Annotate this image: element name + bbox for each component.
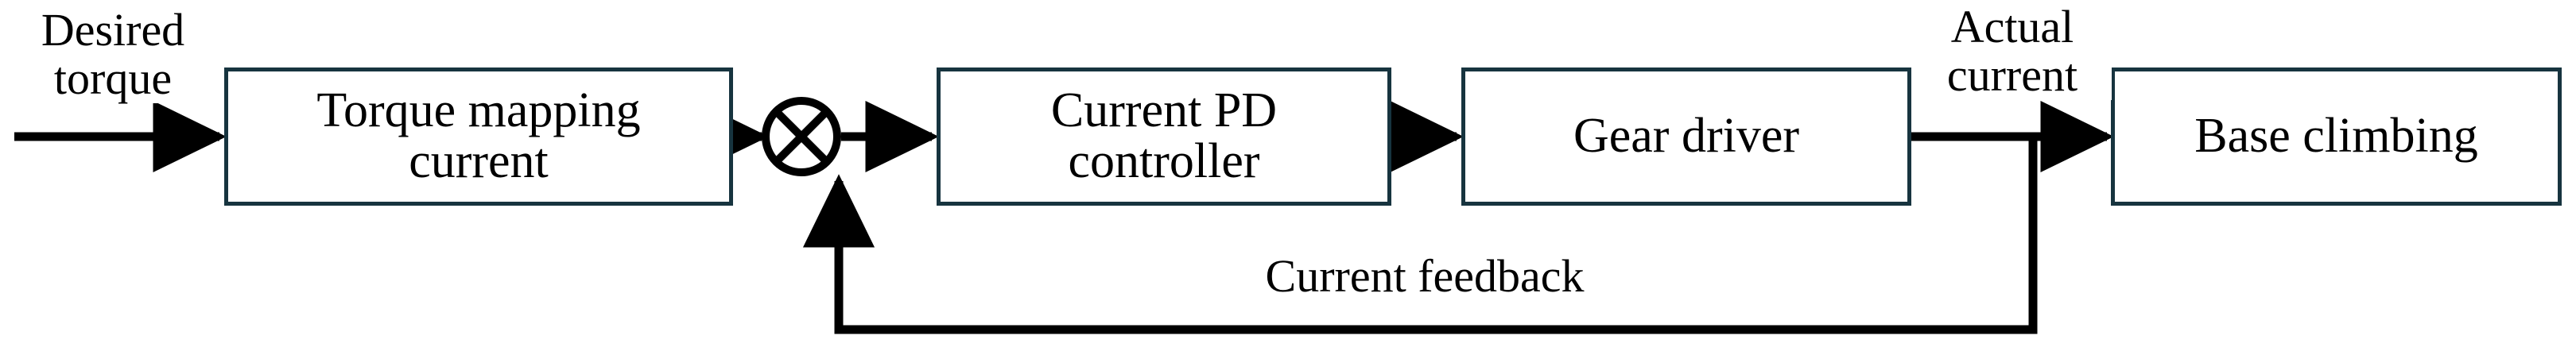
block-gear-driver[interactable]: Gear driver xyxy=(1461,68,1911,206)
block-base-climbing-label: Base climbing xyxy=(2194,109,2478,164)
block-base-climbing[interactable]: Base climbing xyxy=(2111,68,2562,206)
block-gear-driver-label: Gear driver xyxy=(1573,109,1799,164)
block-torque-mapping-label: Torque mapping current xyxy=(316,83,641,188)
block-current-pd-controller-label: Current PD controller xyxy=(1050,83,1278,188)
signal-label-current-feedback: Current feedback xyxy=(1186,252,1663,301)
block-torque-mapping[interactable]: Torque mapping current xyxy=(224,68,733,206)
block-current-pd-controller[interactable]: Current PD controller xyxy=(937,68,1391,206)
summing-junction-cross-stroke-b xyxy=(773,108,830,165)
signal-label-desired-torque: Desired torque xyxy=(6,6,219,103)
signal-label-actual-current: Actual current xyxy=(1913,2,2112,100)
feedback-path-current xyxy=(802,137,2038,334)
